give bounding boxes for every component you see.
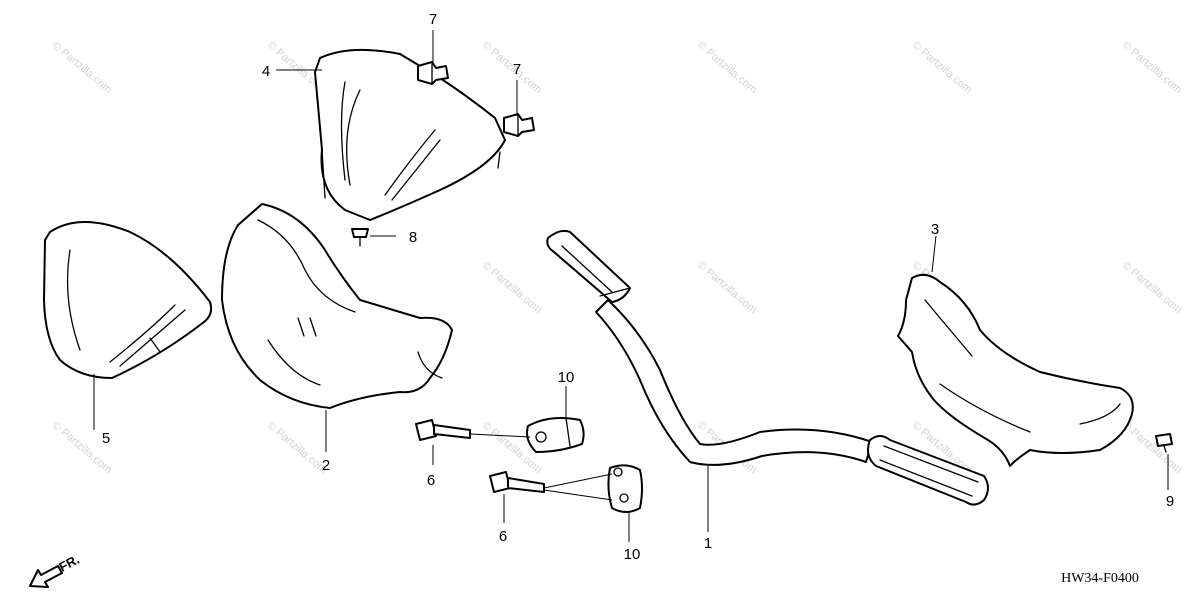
lower-rear-cover-part — [897, 273, 1134, 467]
watermark-text: © Partzilla.com — [265, 419, 329, 476]
callout-8: 8 — [409, 229, 417, 246]
handle-pipe-part — [546, 229, 989, 506]
clip-upper-part — [417, 61, 449, 85]
side-cover-part — [43, 221, 213, 379]
watermark-text: © Partzilla.com — [50, 419, 114, 476]
watermark-text: © Partzilla.com — [1120, 419, 1184, 476]
callout-7-right: 7 — [513, 61, 521, 78]
watermark-text: © Partzilla.com — [695, 259, 759, 316]
front-cover-part — [221, 203, 453, 409]
callout-3: 3 — [931, 221, 939, 238]
callout-7-upper: 7 — [429, 11, 437, 28]
screw-cover-part — [351, 228, 369, 247]
front-direction-indicator: FR. — [29, 552, 82, 588]
watermark-text: © Partzilla.com — [1120, 259, 1184, 316]
screw-rear-part — [1155, 433, 1173, 453]
callout-4: 4 — [262, 63, 270, 80]
upper-rear-cover-part — [314, 48, 506, 221]
callout-1: 1 — [704, 535, 712, 552]
front-arrow-icon — [29, 565, 63, 588]
bolt-lower-part — [489, 471, 545, 493]
callout-6-lower: 6 — [499, 528, 507, 545]
holder-lower-part — [607, 464, 643, 513]
holder-upper-part — [526, 417, 585, 453]
watermark-text: © Partzilla.com — [910, 39, 974, 96]
callout-9: 9 — [1166, 493, 1174, 510]
bolt-upper-part — [415, 419, 471, 441]
callout-6-upper: 6 — [427, 472, 435, 489]
diagram-code: HW34-F0400 — [1061, 571, 1139, 586]
callout-5: 5 — [102, 430, 110, 447]
callout-10-upper: 10 — [558, 369, 575, 386]
watermark-text: © Partzilla.com — [50, 39, 114, 96]
watermark-text: © Partzilla.com — [695, 39, 759, 96]
callout-10-lower: 10 — [624, 546, 641, 563]
clip-right-part — [503, 113, 535, 137]
callout-2: 2 — [322, 457, 330, 474]
watermark-text: © Partzilla.com — [1120, 39, 1184, 96]
leader-lines — [93, 30, 1169, 542]
watermark-text: © Partzilla.com — [480, 259, 544, 316]
